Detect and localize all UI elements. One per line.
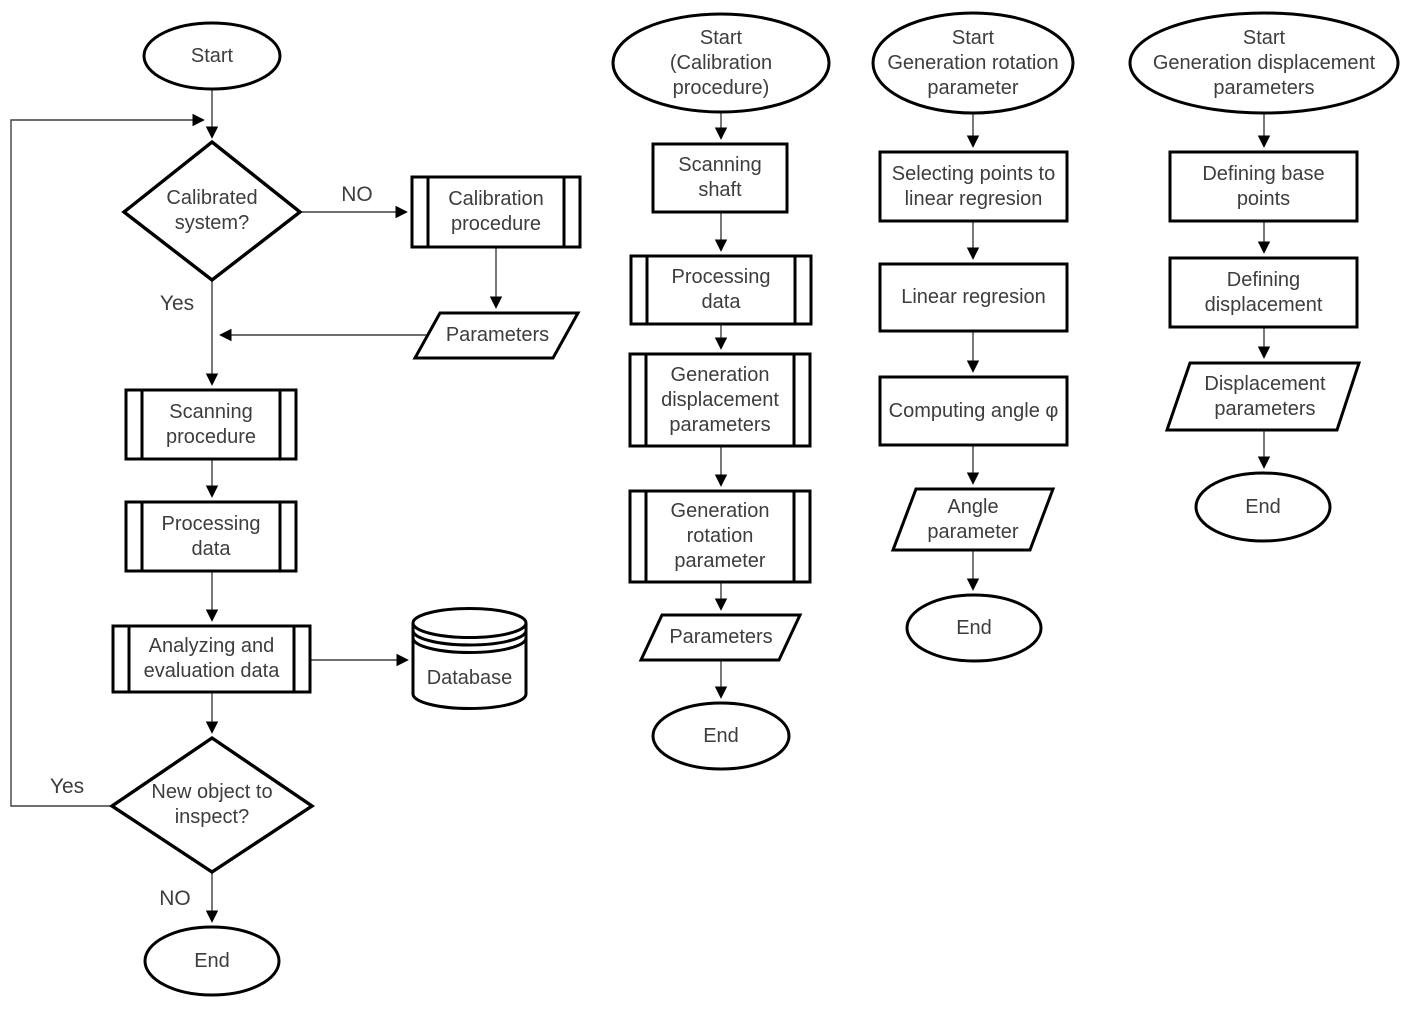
end-calibration-terminator (651, 701, 791, 771)
generation-rotation-subprocess (628, 489, 812, 584)
parameters-cal-io (638, 613, 803, 662)
calibration-procedure-subprocess (410, 175, 582, 249)
linear-regression-process (878, 262, 1069, 333)
start-rotation-terminator (871, 11, 1075, 115)
parameters-main-io (412, 311, 581, 360)
database-cylinder (411, 607, 528, 710)
analyzing-evaluation-subprocess (111, 624, 312, 694)
end-displacement-terminator (1194, 471, 1332, 543)
start-displacement-terminator (1128, 11, 1400, 115)
calibrated-system-decision (121, 139, 303, 283)
new-object-decision (108, 735, 316, 875)
computing-angle-process (878, 375, 1069, 447)
defining-base-points-process (1168, 150, 1359, 223)
edge-loop-new-object-yes (10, 113, 205, 807)
generation-displacement-subprocess (628, 352, 812, 448)
end-main-terminator (143, 925, 281, 997)
start-calibration-terminator (611, 12, 831, 114)
scanning-procedure-subprocess (124, 388, 298, 461)
defining-displacement-process (1168, 256, 1359, 329)
displacement-parameters-io (1164, 361, 1362, 432)
end-rotation-terminator (905, 593, 1043, 663)
processing-data-main-subprocess (124, 500, 298, 573)
scanning-shaft-process (651, 142, 789, 214)
start-main-terminator (142, 21, 282, 91)
processing-data-cal-subprocess (629, 254, 813, 326)
selecting-points-process (878, 150, 1069, 223)
angle-parameter-io (890, 487, 1056, 552)
